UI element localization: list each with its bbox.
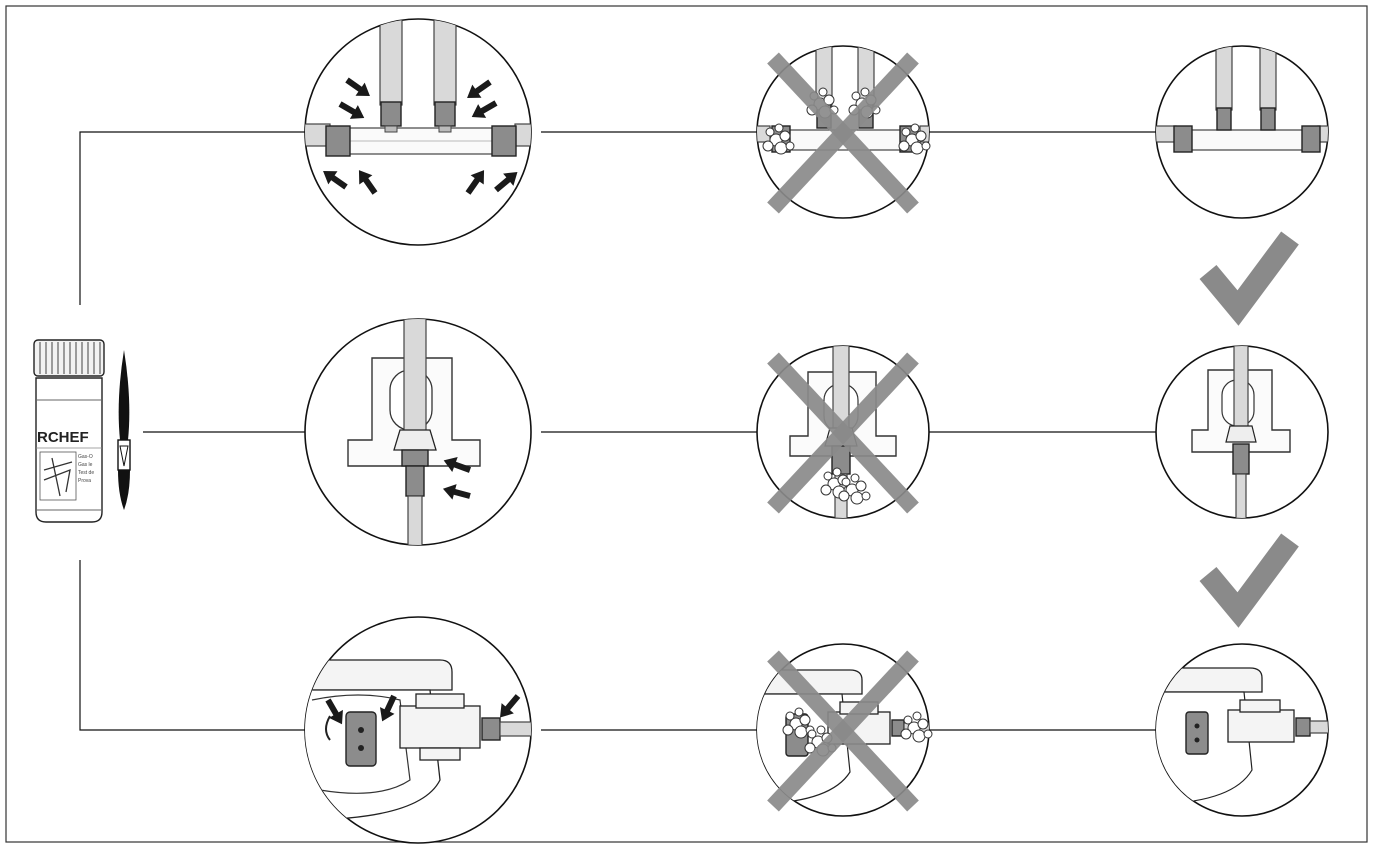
step-apply-bracket bbox=[304, 318, 532, 546]
step-leak-tee bbox=[756, 45, 931, 219]
check-mark-icon bbox=[1199, 533, 1299, 628]
soap-bottle-icon: RCHEF Gas-O Gas le Test de Prova bbox=[33, 339, 105, 523]
flow-lines bbox=[79, 131, 1156, 731]
bottle-label-picture bbox=[39, 451, 77, 501]
step-apply-tee bbox=[304, 18, 532, 246]
cross-mark-icon bbox=[767, 650, 919, 812]
diagram-frame bbox=[5, 5, 1368, 843]
step-leak-bracket bbox=[756, 345, 930, 519]
cross-mark-icon bbox=[767, 352, 919, 514]
check-mark-icon bbox=[1199, 231, 1299, 326]
bottle-brand-label: RCHEF bbox=[37, 429, 89, 446]
cross-mark-icon bbox=[767, 52, 919, 214]
step-ok-bracket bbox=[1155, 345, 1329, 519]
step-ok-tee bbox=[1155, 45, 1329, 219]
bottle-label-line-4: Prova bbox=[78, 478, 91, 484]
brush-icon bbox=[117, 350, 131, 510]
step-leak-regulator bbox=[756, 643, 933, 817]
bottle-label-line-2: Gas le bbox=[78, 462, 93, 468]
bottle-label-line-3: Test de bbox=[78, 470, 94, 476]
bottle-label-line-1: Gas-O bbox=[78, 454, 93, 460]
step-ok-regulator bbox=[1155, 643, 1329, 817]
step-apply-regulator bbox=[304, 616, 532, 844]
